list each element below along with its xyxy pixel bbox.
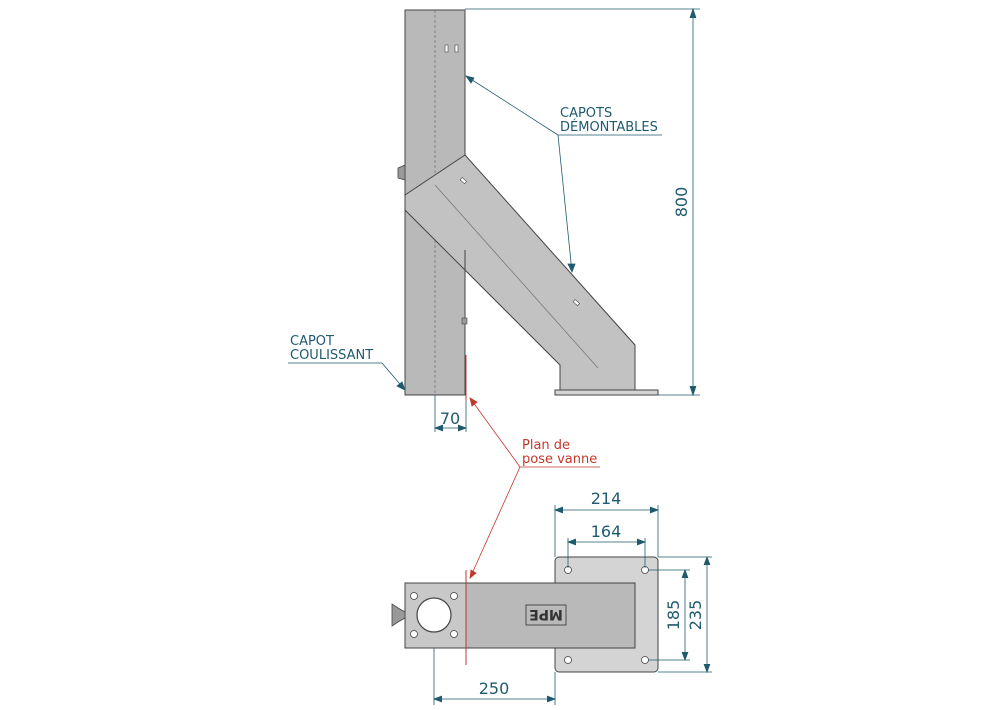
arm-body-top (465, 582, 636, 649)
slot (444, 44, 449, 53)
dimension-width-outer-value: 214 (591, 489, 622, 508)
wing-nut-icon (391, 603, 406, 627)
dimension-length-value: 250 (479, 679, 510, 698)
base-plate-side (554, 389, 659, 396)
top-view: MPE (391, 556, 659, 673)
leader-capot (288, 362, 406, 391)
leader-capots (465, 75, 662, 273)
dimension-offset-value: 70 (440, 409, 460, 428)
side-view (397, 9, 659, 396)
dimension-width-inner-value: 164 (591, 522, 622, 541)
logo-text: MPE (529, 606, 563, 622)
dimension-offset (433, 395, 468, 432)
label-plan-line2: pose vanne (522, 452, 597, 467)
head-bolt (450, 630, 458, 638)
plate-hole (564, 656, 572, 664)
dimension-depth-outer-value: 235 (686, 600, 705, 631)
label-capot-line2: COULISSANT (290, 348, 373, 363)
label-plan-line1: Plan de (522, 438, 570, 453)
dimension-length (432, 648, 557, 705)
leader-plan (469, 397, 600, 579)
dimension-width-inner (566, 538, 647, 568)
label-capots-line1: CAPOTS (560, 106, 612, 121)
slot (572, 299, 580, 307)
head-bolt (410, 592, 418, 600)
dimension-height-value: 800 (672, 187, 691, 218)
plate-hole (641, 656, 649, 664)
head-bolt (410, 630, 418, 638)
dimension-height (465, 7, 700, 397)
label-capots-line2: DÉMONTABLES (560, 119, 658, 135)
dimension-depth-inner-value: 185 (664, 600, 683, 631)
label-capot-line1: CAPOT (290, 334, 334, 349)
dimension-depth-outer (658, 555, 712, 674)
slot (459, 177, 467, 185)
dimension-width-outer (553, 505, 660, 557)
arm-inner-line (434, 184, 599, 369)
handle-knob (397, 164, 406, 181)
dimension-depth-inner (648, 568, 690, 662)
logo-box (525, 604, 567, 626)
valve-opening (416, 597, 452, 633)
head-bolt (450, 592, 458, 600)
slot (454, 44, 459, 53)
bolt (461, 317, 468, 325)
